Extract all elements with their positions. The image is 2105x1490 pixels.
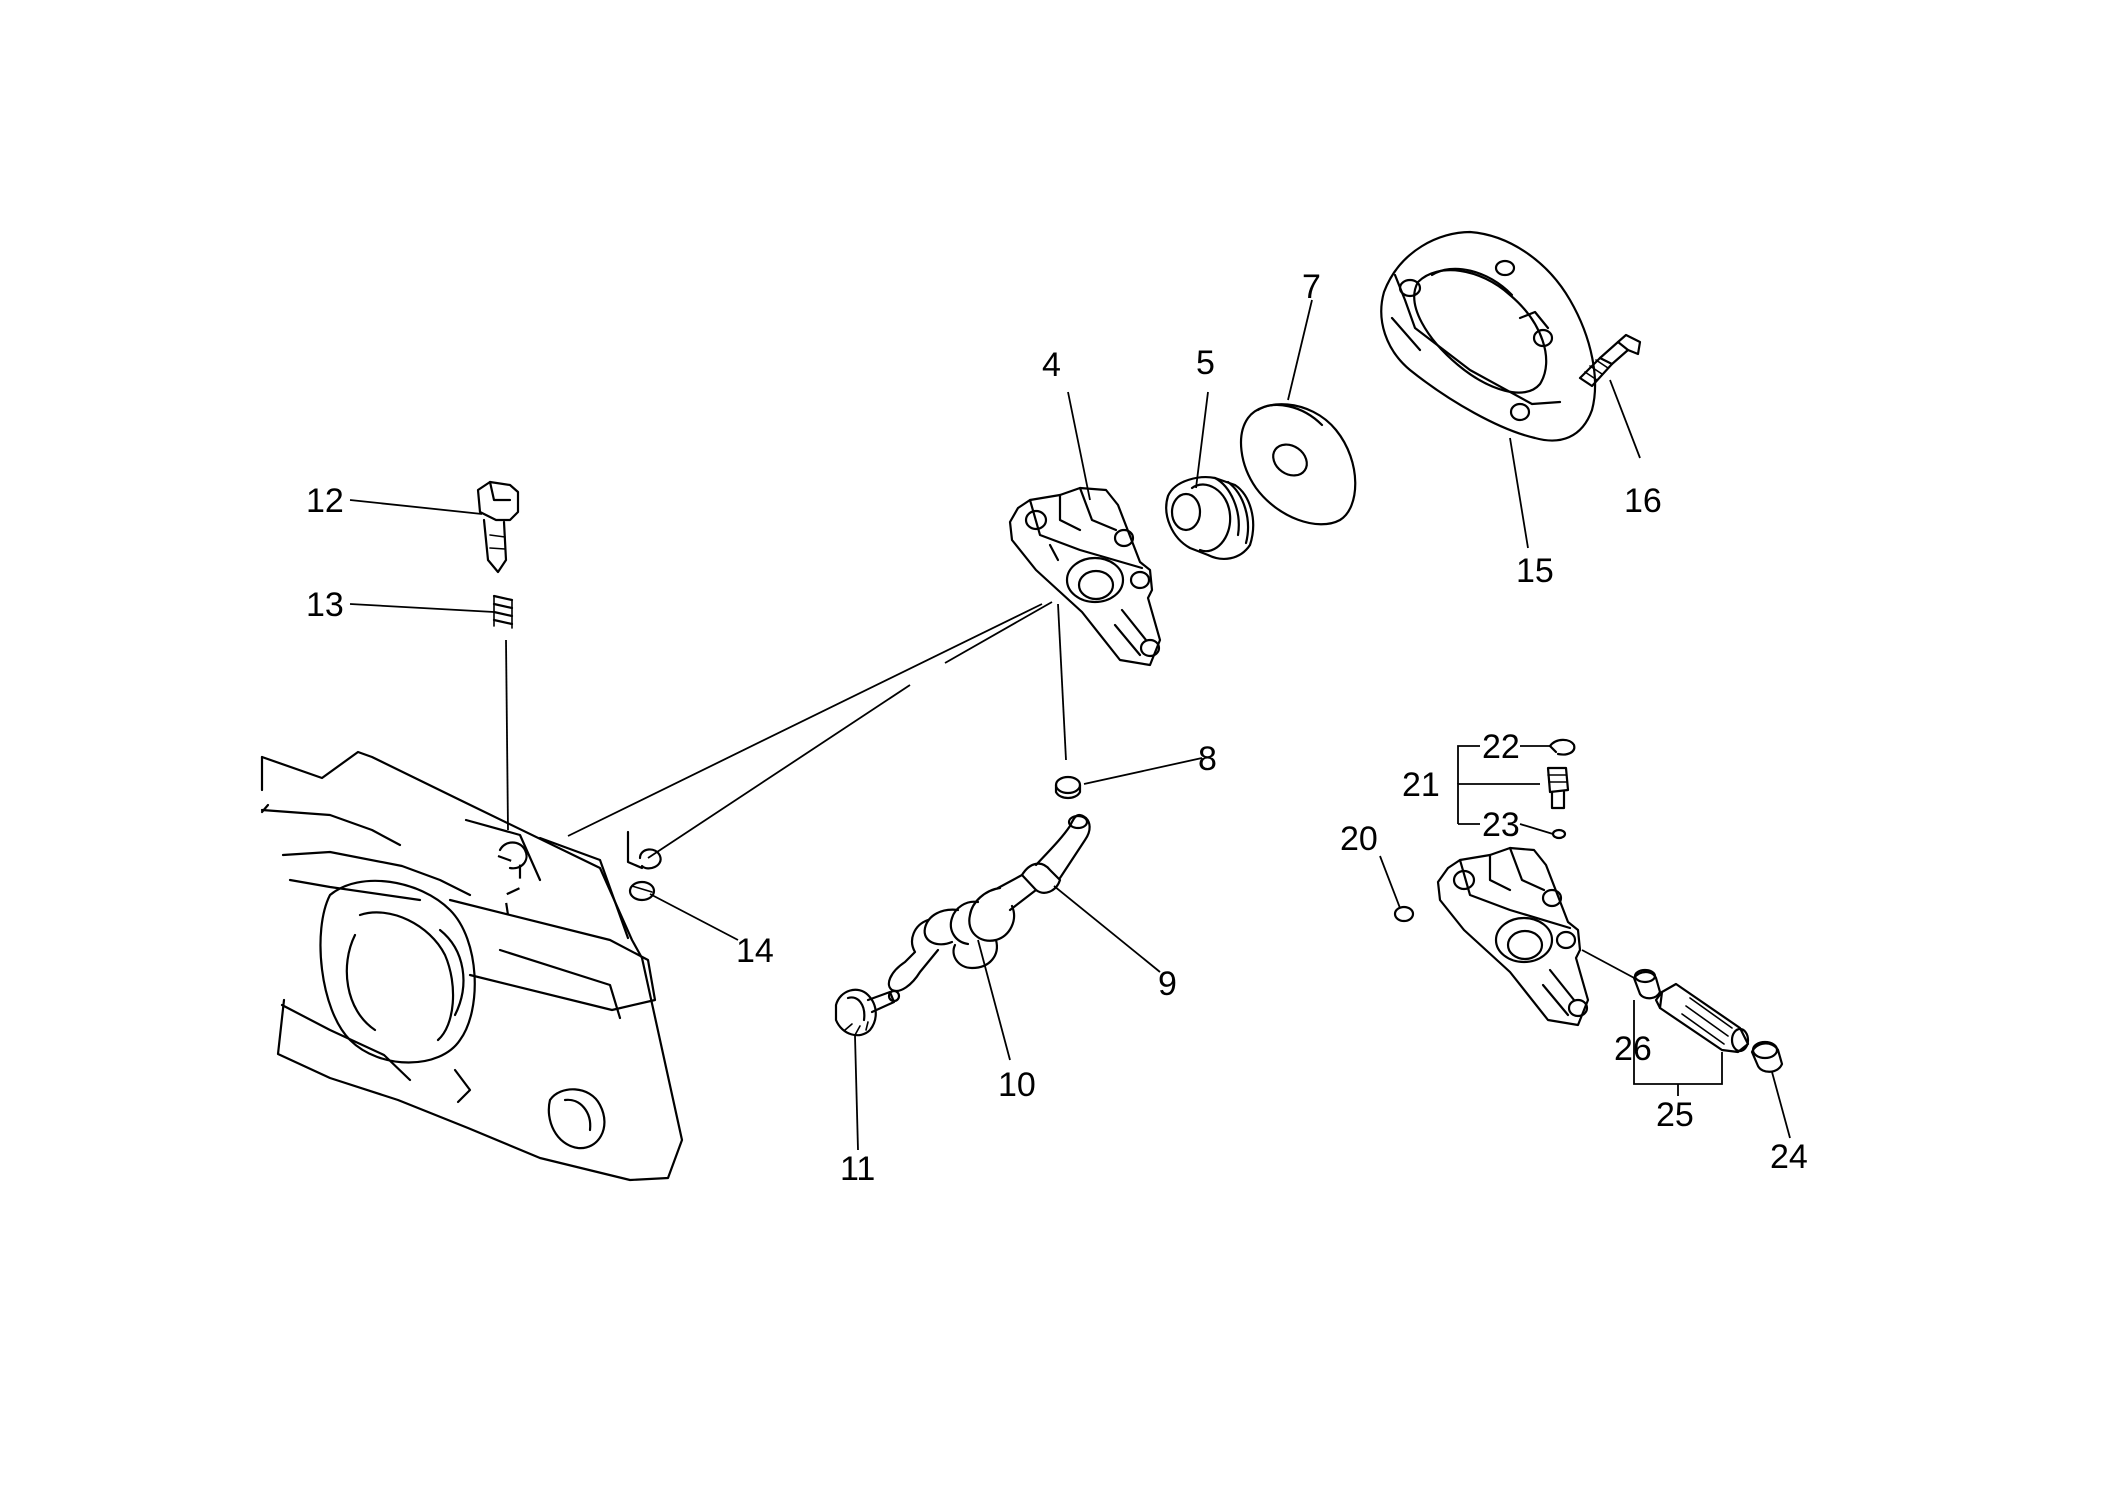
callout-23: 23 — [1482, 806, 1520, 844]
callout-24: 24 — [1770, 1138, 1808, 1176]
part-20-o-ring — [1393, 905, 1415, 923]
callout-5: 5 — [1196, 344, 1215, 382]
callout-8: 8 — [1198, 740, 1217, 778]
callout-15: 15 — [1516, 552, 1554, 590]
part-10-hose — [887, 886, 1016, 993]
part-16-bolt — [1578, 333, 1642, 388]
part-8-o-ring — [1054, 775, 1082, 800]
callout-labels: 4 5 7 8 9 10 11 12 13 14 15 16 20 21 22 … — [306, 268, 1808, 1188]
pump-guide-line — [1057, 603, 1067, 761]
callout-9: 9 — [1158, 965, 1177, 1003]
callout-22: 22 — [1482, 728, 1520, 766]
part-21-valve — [1546, 766, 1570, 810]
oil-pump-assembly — [1436, 846, 1590, 1027]
callout-7: 7 — [1302, 268, 1321, 306]
part-12-adjuster — [476, 480, 520, 574]
callout-11: 11 — [840, 1150, 875, 1188]
callout-20: 20 — [1340, 820, 1378, 858]
part-9-hose — [996, 813, 1091, 912]
shaft-guide-line — [1581, 949, 1639, 981]
part-26-bushing — [1632, 968, 1662, 1000]
callout-14: 14 — [736, 932, 774, 970]
spring-guide-line — [505, 639, 509, 831]
part-22-clip — [1548, 738, 1576, 756]
callout-13: 13 — [306, 586, 344, 624]
callout-12: 12 — [306, 482, 344, 520]
assembly-guide-line-a — [647, 684, 911, 859]
part-15-cover-plate — [1380, 230, 1597, 442]
assembly-guide-line-b — [944, 601, 1053, 664]
part-24-cap — [1750, 1040, 1784, 1073]
part-7-washer — [1240, 403, 1357, 526]
part-5-worm-gear — [1165, 476, 1255, 560]
part-11-strainer — [834, 988, 901, 1037]
part-14-plug — [628, 880, 656, 902]
callout-16: 16 — [1624, 482, 1662, 520]
leader-lines — [349, 299, 1791, 1151]
callout-21: 21 — [1402, 766, 1440, 804]
part-23-ring — [1551, 828, 1567, 840]
crankcase-housing — [260, 750, 684, 1182]
callout-26: 26 — [1614, 1030, 1652, 1068]
callout-25: 25 — [1656, 1096, 1694, 1134]
part-4-oil-pump — [1008, 486, 1162, 667]
part-25-shaft — [1654, 982, 1750, 1054]
part-13-spring — [492, 594, 514, 629]
assembly-guide-line-c — [567, 603, 1043, 837]
callout-4: 4 — [1042, 346, 1061, 384]
callout-10: 10 — [998, 1066, 1036, 1104]
